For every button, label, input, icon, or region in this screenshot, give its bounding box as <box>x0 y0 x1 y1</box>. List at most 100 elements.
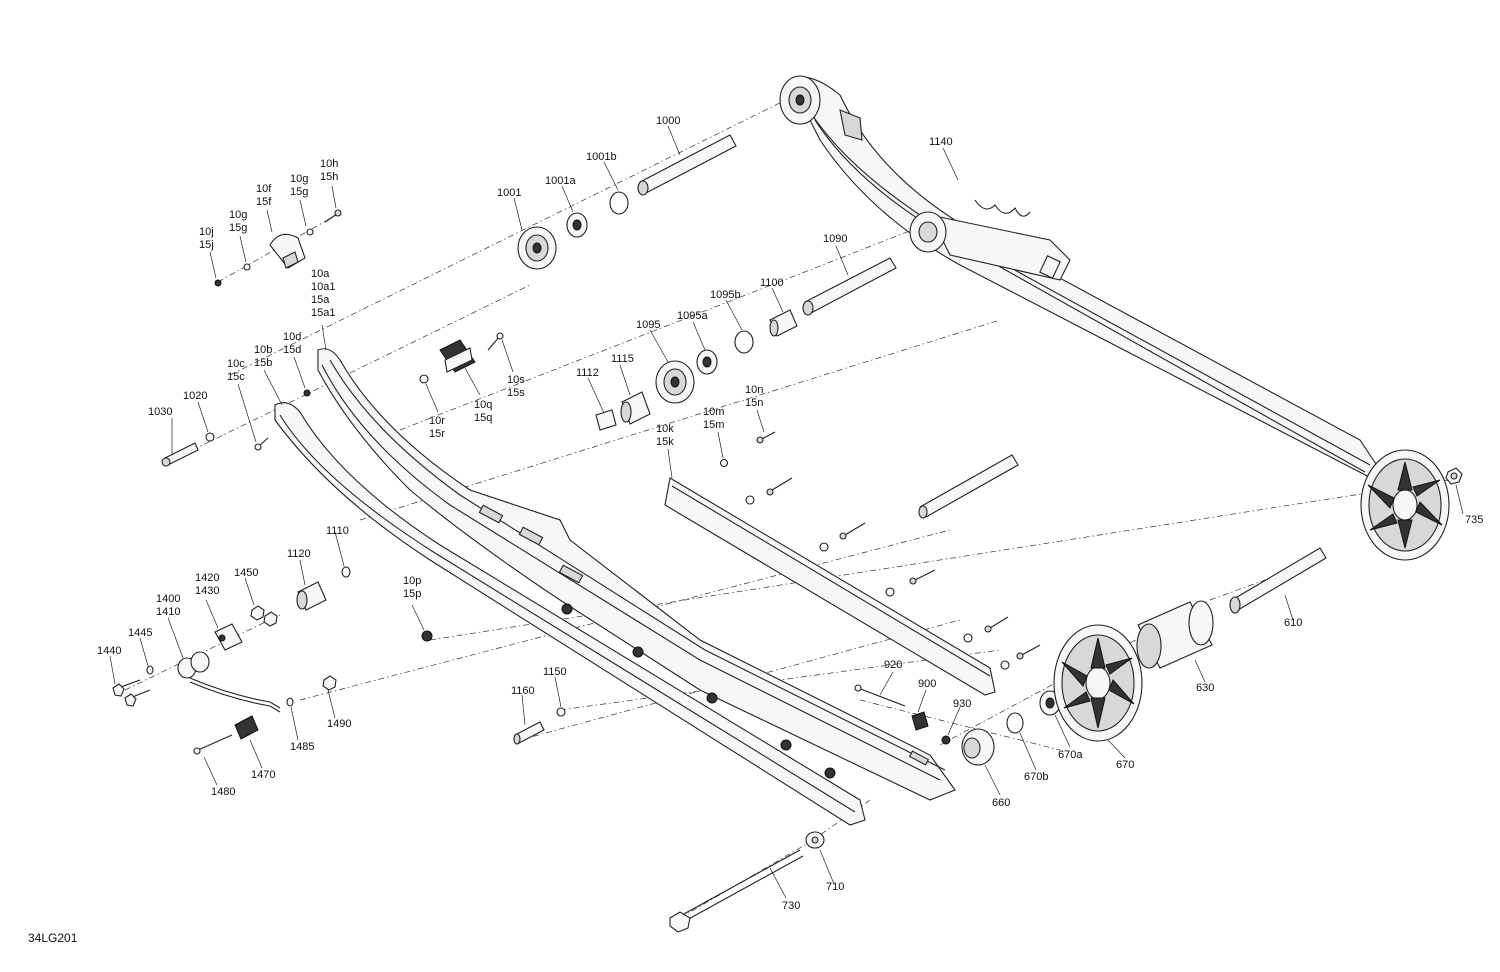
callout-1450: 1450 <box>234 567 258 579</box>
callout-line: 1485 <box>290 741 314 753</box>
callout-line: 15p <box>403 588 421 600</box>
callout-1160: 1160 <box>511 685 535 697</box>
callout-line: 10f <box>256 183 272 195</box>
bearing-1095a <box>696 349 718 375</box>
callout-line: 1000 <box>656 115 680 127</box>
diagram-code: 34LG201 <box>28 931 78 945</box>
bearing-1001a <box>566 212 588 238</box>
callout-1095b: 1095b <box>710 289 741 301</box>
callout-line: 15s <box>507 387 525 399</box>
bearing-1095 <box>655 360 695 404</box>
callout-line: 1440 <box>97 645 121 657</box>
nut-930 <box>941 735 951 745</box>
pin-920 <box>854 684 906 707</box>
callout-line: 10b <box>254 344 272 356</box>
hub-660 <box>961 728 995 766</box>
near-slide-rail <box>274 348 956 826</box>
circlip-1095b <box>734 330 754 354</box>
far-rear-wheel <box>1360 449 1450 561</box>
callout-line: 1115 <box>611 353 634 365</box>
callout-1470: 1470 <box>251 769 275 781</box>
callout-line: 10a1 <box>311 281 335 293</box>
callout-1095a: 1095a <box>677 310 708 322</box>
callout-line: 1001 <box>497 187 521 199</box>
callout-735: 735 <box>1465 514 1483 526</box>
callout-line: 1150 <box>543 666 567 678</box>
callout-1100: 1100 <box>760 277 784 289</box>
callout-line: 630 <box>1196 682 1214 694</box>
circlip-670b <box>1006 712 1024 734</box>
callout-1490: 1490 <box>327 718 351 730</box>
callout-1110: 1110 <box>326 525 349 537</box>
callout-line: 15g <box>290 186 308 198</box>
block-10q <box>439 339 476 373</box>
nut-1490 <box>322 675 337 691</box>
far-slide-rail <box>789 76 1381 481</box>
callout-920: 920 <box>884 659 902 671</box>
callout-line: 1110 <box>326 525 349 537</box>
callout-line: 1400 <box>156 593 180 605</box>
callout-930: 930 <box>953 698 971 710</box>
callout-line: 15h <box>320 171 338 183</box>
callout-line: 930 <box>953 698 971 710</box>
washer-710 <box>805 831 825 849</box>
nut-735 <box>1445 467 1463 485</box>
callout-line: 1470 <box>251 769 275 781</box>
callout-line: 1490 <box>327 718 351 730</box>
bushing-1120 <box>296 581 327 611</box>
callout-line: 10p <box>403 575 421 587</box>
callout-line: 1001b <box>586 151 617 163</box>
callout-660: 660 <box>992 797 1010 809</box>
callout-line: 15f <box>256 196 272 208</box>
callout-line: 1001a <box>545 175 576 187</box>
callout-line: 10d <box>283 331 301 343</box>
callout-900: 900 <box>918 678 936 690</box>
callout-line: 15n <box>745 397 763 409</box>
callout-line: 10g <box>229 209 247 221</box>
shaft-1140 <box>918 454 1019 519</box>
callout-line: 1410 <box>156 606 180 618</box>
small-fasteners <box>214 209 342 287</box>
callout-line: 660 <box>992 797 1010 809</box>
callout-1020: 1020 <box>183 390 207 402</box>
washer-1485 <box>286 697 294 707</box>
callout-line: 1430 <box>195 585 219 597</box>
callout-1112: 1112 <box>576 367 599 379</box>
callout-line: 15j <box>199 239 214 251</box>
callout-line: 10s <box>507 374 525 386</box>
callout-line: 1095a <box>677 310 708 322</box>
callout-line: 1445 <box>128 627 152 639</box>
callout-line: 10k <box>656 423 674 435</box>
callout-line: 900 <box>918 678 936 690</box>
screw-10s <box>487 332 504 351</box>
callout-line: 10q <box>474 399 492 411</box>
bolt-730 <box>669 849 804 933</box>
nut-1450 <box>250 605 265 621</box>
leader-lines <box>109 125 1464 899</box>
callout-line: 1020 <box>183 390 207 402</box>
callout-line: 735 <box>1465 514 1483 526</box>
assembly-centerlines <box>124 92 1451 919</box>
callout-line: 670 <box>1116 759 1134 771</box>
washer-1110 <box>341 566 351 578</box>
callout-line: 1100 <box>760 277 784 289</box>
callout-line: 15d <box>283 344 301 356</box>
callout-line: 1095b <box>710 289 741 301</box>
shaft-1090 <box>802 257 897 316</box>
callout-670b: 670b <box>1024 771 1048 783</box>
bolt-1480 <box>193 734 233 755</box>
callout-line: 10j <box>199 226 214 238</box>
callout-line: 710 <box>826 881 844 893</box>
callout-line: 10m <box>703 406 724 418</box>
callout-line: 15m <box>703 419 724 431</box>
callout-line: 10c <box>227 358 245 370</box>
